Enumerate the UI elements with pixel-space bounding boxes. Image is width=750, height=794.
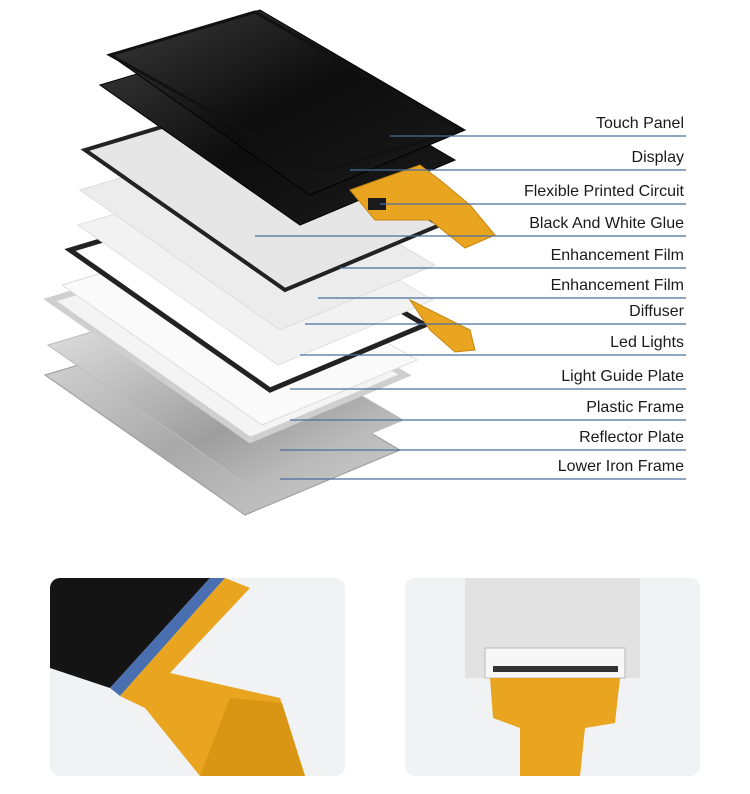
fpc-ribbon xyxy=(349,164,496,353)
layer-label: Flexible Printed Circuit xyxy=(523,183,684,200)
layer-label: Display xyxy=(631,149,684,166)
layer-label: Light Guide Plate xyxy=(561,368,684,385)
exploded-layer-diagram xyxy=(43,9,686,516)
layer-label: Lower Iron Frame xyxy=(557,458,684,475)
layer-label: Diffuser xyxy=(629,303,684,320)
layer-label: Reflector Plate xyxy=(579,429,684,446)
photo-fpc-front xyxy=(50,578,345,776)
layer-label: Plastic Frame xyxy=(586,399,684,416)
layer-label: Enhancement Film xyxy=(550,277,684,294)
layer-label: Touch Panel xyxy=(595,115,684,132)
fpc-led xyxy=(408,298,476,353)
fpc-chip xyxy=(368,198,386,210)
layer-label: Black And White Glue xyxy=(529,215,684,232)
touch-panel-frame xyxy=(106,10,464,174)
layer-label: Led Lights xyxy=(610,334,684,351)
photo-fpc-back xyxy=(405,578,700,776)
layer-label: Enhancement Film xyxy=(550,247,684,264)
